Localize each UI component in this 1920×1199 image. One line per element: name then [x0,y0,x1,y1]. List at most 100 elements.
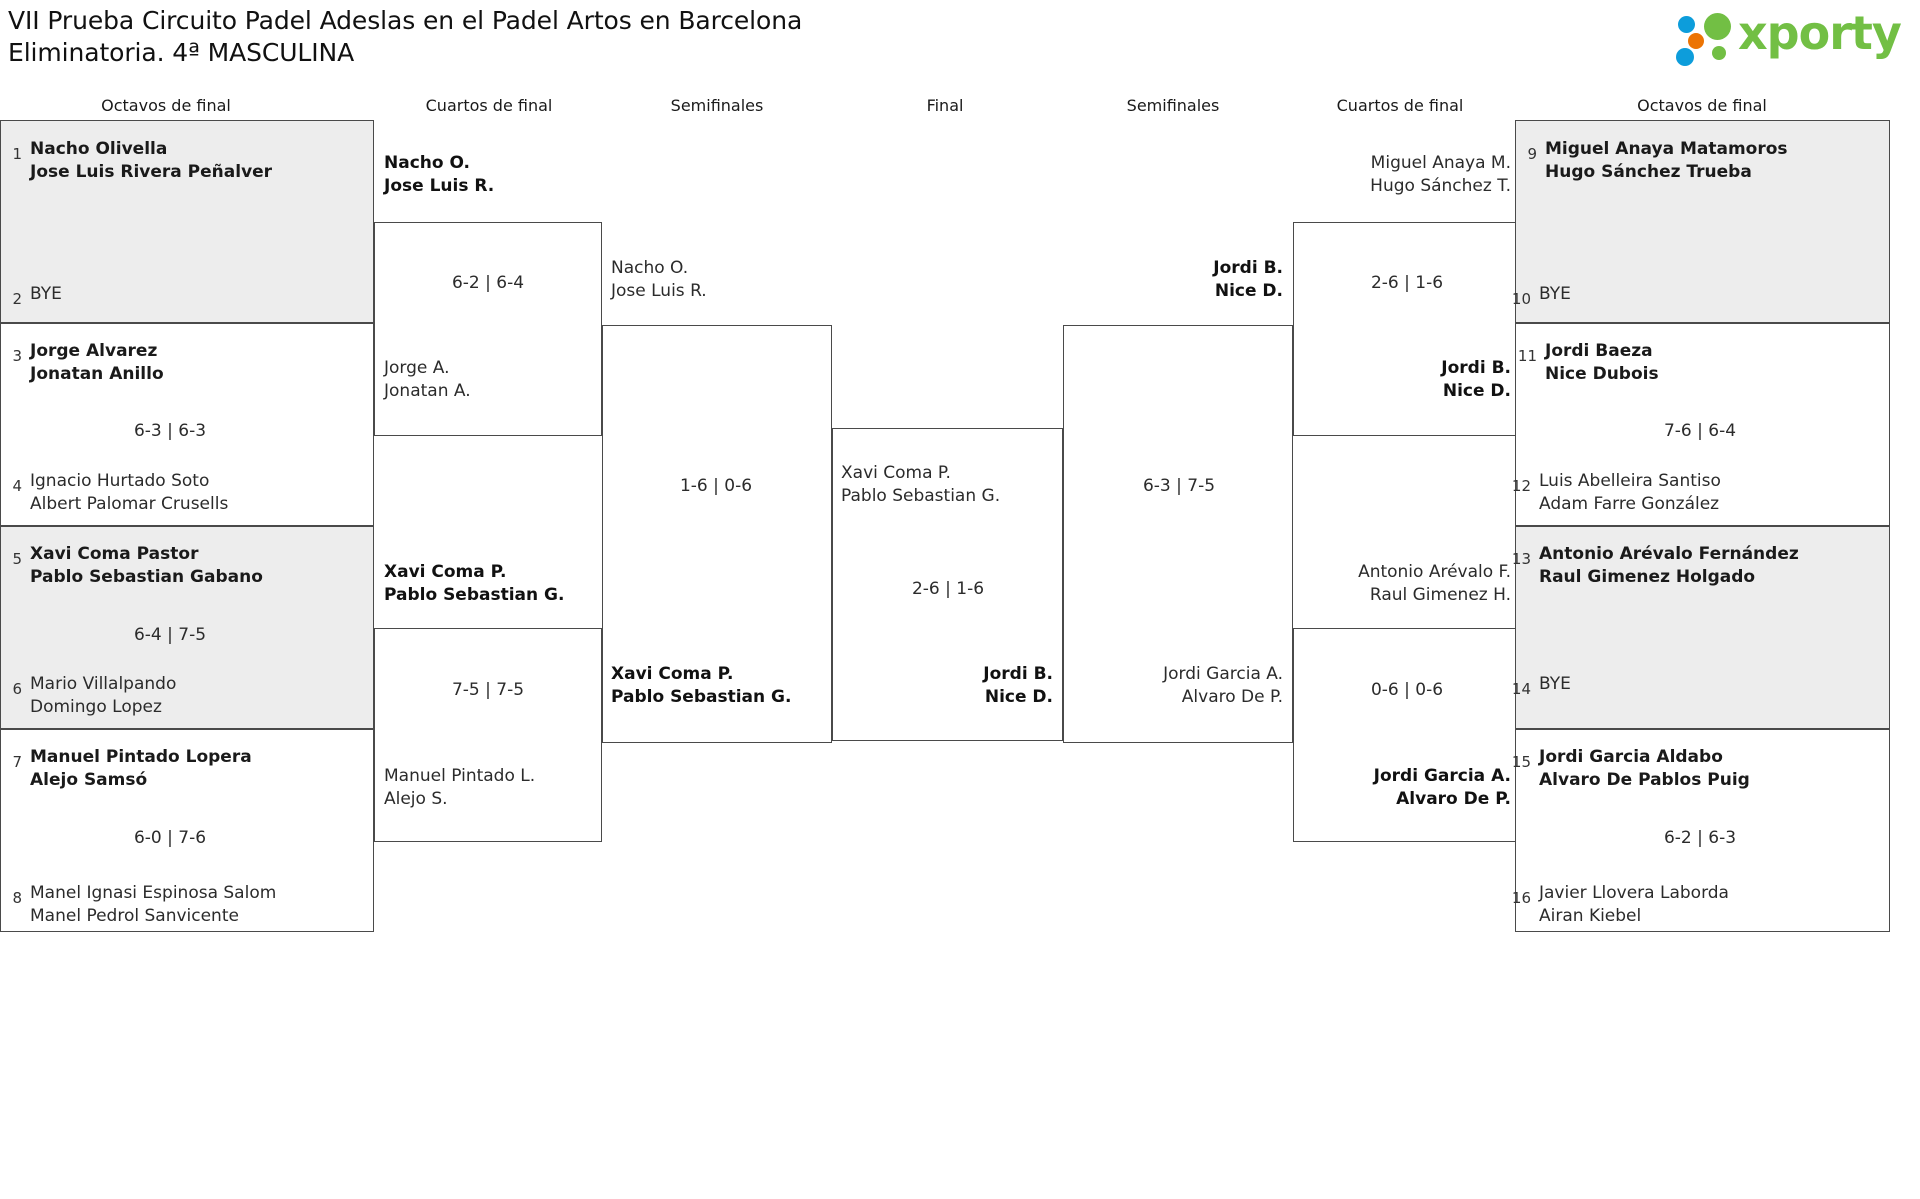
left-sf-connector [602,325,832,743]
round-header-octavos-left: Octavos de final [101,96,231,115]
right-sf-team-2[interactable]: Jordi Garcia A.Alvaro De P. [1163,664,1283,707]
right-r16-score-2: 7-6 | 6-4 [1663,421,1737,441]
right-r16-team-10[interactable]: 10 BYE [1509,283,1571,309]
right-r16-match-2[interactable] [1515,323,1890,526]
right-qf-score-2: 0-6 | 0-6 [1370,680,1444,700]
bye-label: BYE [1539,674,1571,694]
seed-number: 3 [12,347,22,365]
seed-number: 2 [12,290,22,308]
seed-number: 1 [12,145,22,163]
right-qf-team-2[interactable]: Jordi B.Nice D. [1441,358,1511,401]
left-sf-team-2[interactable]: Xavi Coma P.Pablo Sebastian G. [611,664,792,707]
seed-number: 13 [1511,550,1531,568]
round-header-semifinales-right: Semifinales [1126,96,1220,115]
round-header-octavos-right: Octavos de final [1637,96,1767,115]
final-team-bottom[interactable]: Jordi B.Nice D. [983,664,1053,707]
left-qf-team-1[interactable]: Nacho O.Jose Luis R. [384,153,495,196]
right-qf-team-4[interactable]: Jordi Garcia A.Alvaro De P. [1373,766,1511,809]
left-sf-team-1[interactable]: Nacho O.Jose Luis R. [611,258,707,301]
seed-number: 11 [1517,347,1537,365]
right-sf-team-1[interactable]: Jordi B.Nice D. [1213,258,1283,301]
left-r16-score-4: 6-0 | 7-6 [133,828,207,848]
right-qf-team-1[interactable]: Miguel Anaya M.Hugo Sánchez T. [1370,153,1511,196]
right-sf-connector [1063,325,1293,743]
seed-number: 8 [12,889,22,907]
seed-number: 14 [1511,680,1531,698]
left-r16-score-2: 6-3 | 6-3 [133,421,207,441]
left-r16-match-1[interactable] [0,120,374,323]
left-r16-match-2[interactable] [0,323,374,526]
seed-number: 7 [12,753,22,771]
logo-dot-blue-bottom [1676,48,1694,66]
left-qf-team-3[interactable]: Xavi Coma P.Pablo Sebastian G. [384,562,565,605]
round-header-cuartos-right: Cuartos de final [1336,96,1464,115]
left-qf-score-2: 7-5 | 7-5 [451,680,525,700]
left-r16-match-3[interactable] [0,526,374,729]
left-qf-connector-bottom [374,628,602,842]
right-r16-score-4: 6-2 | 6-3 [1663,828,1737,848]
left-r16-team-2[interactable]: 2 BYE [0,283,62,309]
seed-number: 4 [12,477,22,495]
right-r16-match-1[interactable] [1515,120,1890,323]
seed-number: 5 [12,550,22,568]
final-team-top[interactable]: Xavi Coma P.Pablo Sebastian G. [841,463,1001,506]
logo-dot-blue-top [1678,16,1695,33]
right-r16-match-3[interactable] [1515,526,1890,729]
left-qf-score-1: 6-2 | 6-4 [451,273,525,293]
bye-label: BYE [1539,284,1571,304]
page-title-line2: Eliminatoria. 4ª MASCULINA [8,38,355,67]
logo-dot-green-small [1712,46,1726,60]
logo-dot-orange [1688,33,1704,49]
left-sf-score: 1-6 | 0-6 [679,476,753,496]
round-header-semifinales-left: Semifinales [670,96,764,115]
round-header-cuartos-left: Cuartos de final [425,96,553,115]
left-qf-team-2[interactable]: Jorge A.Jonatan A. [384,358,471,401]
left-qf-team-4[interactable]: Manuel Pintado L.Alejo S. [384,766,536,809]
right-r16-match-4[interactable] [1515,729,1890,932]
seed-number: 10 [1511,290,1531,308]
round-header-final: Final [926,96,964,115]
seed-number: 15 [1511,753,1531,771]
right-qf-team-3[interactable]: Antonio Arévalo F.Raul Gimenez H. [1358,562,1511,605]
seed-number: 6 [12,680,22,698]
logo-dot-green-big [1704,13,1731,40]
left-qf-connector-top [374,222,602,436]
left-r16-score-3: 6-4 | 7-5 [133,625,207,645]
final-score: 2-6 | 1-6 [911,579,985,599]
right-qf-connector-top [1293,222,1521,436]
right-r16-team-14[interactable]: 14 BYE [1509,673,1571,699]
page-title-line1: VII Prueba Circuito Padel Adeslas en el … [8,6,803,35]
seed-number: 12 [1511,477,1531,495]
xporty-logo[interactable]: xporty [1666,6,1906,66]
left-r16-match-4[interactable] [0,729,374,932]
bye-label: BYE [30,284,62,304]
final-connector [832,428,1063,741]
right-qf-score-1: 2-6 | 1-6 [1370,273,1444,293]
seed-number: 9 [1527,145,1537,163]
